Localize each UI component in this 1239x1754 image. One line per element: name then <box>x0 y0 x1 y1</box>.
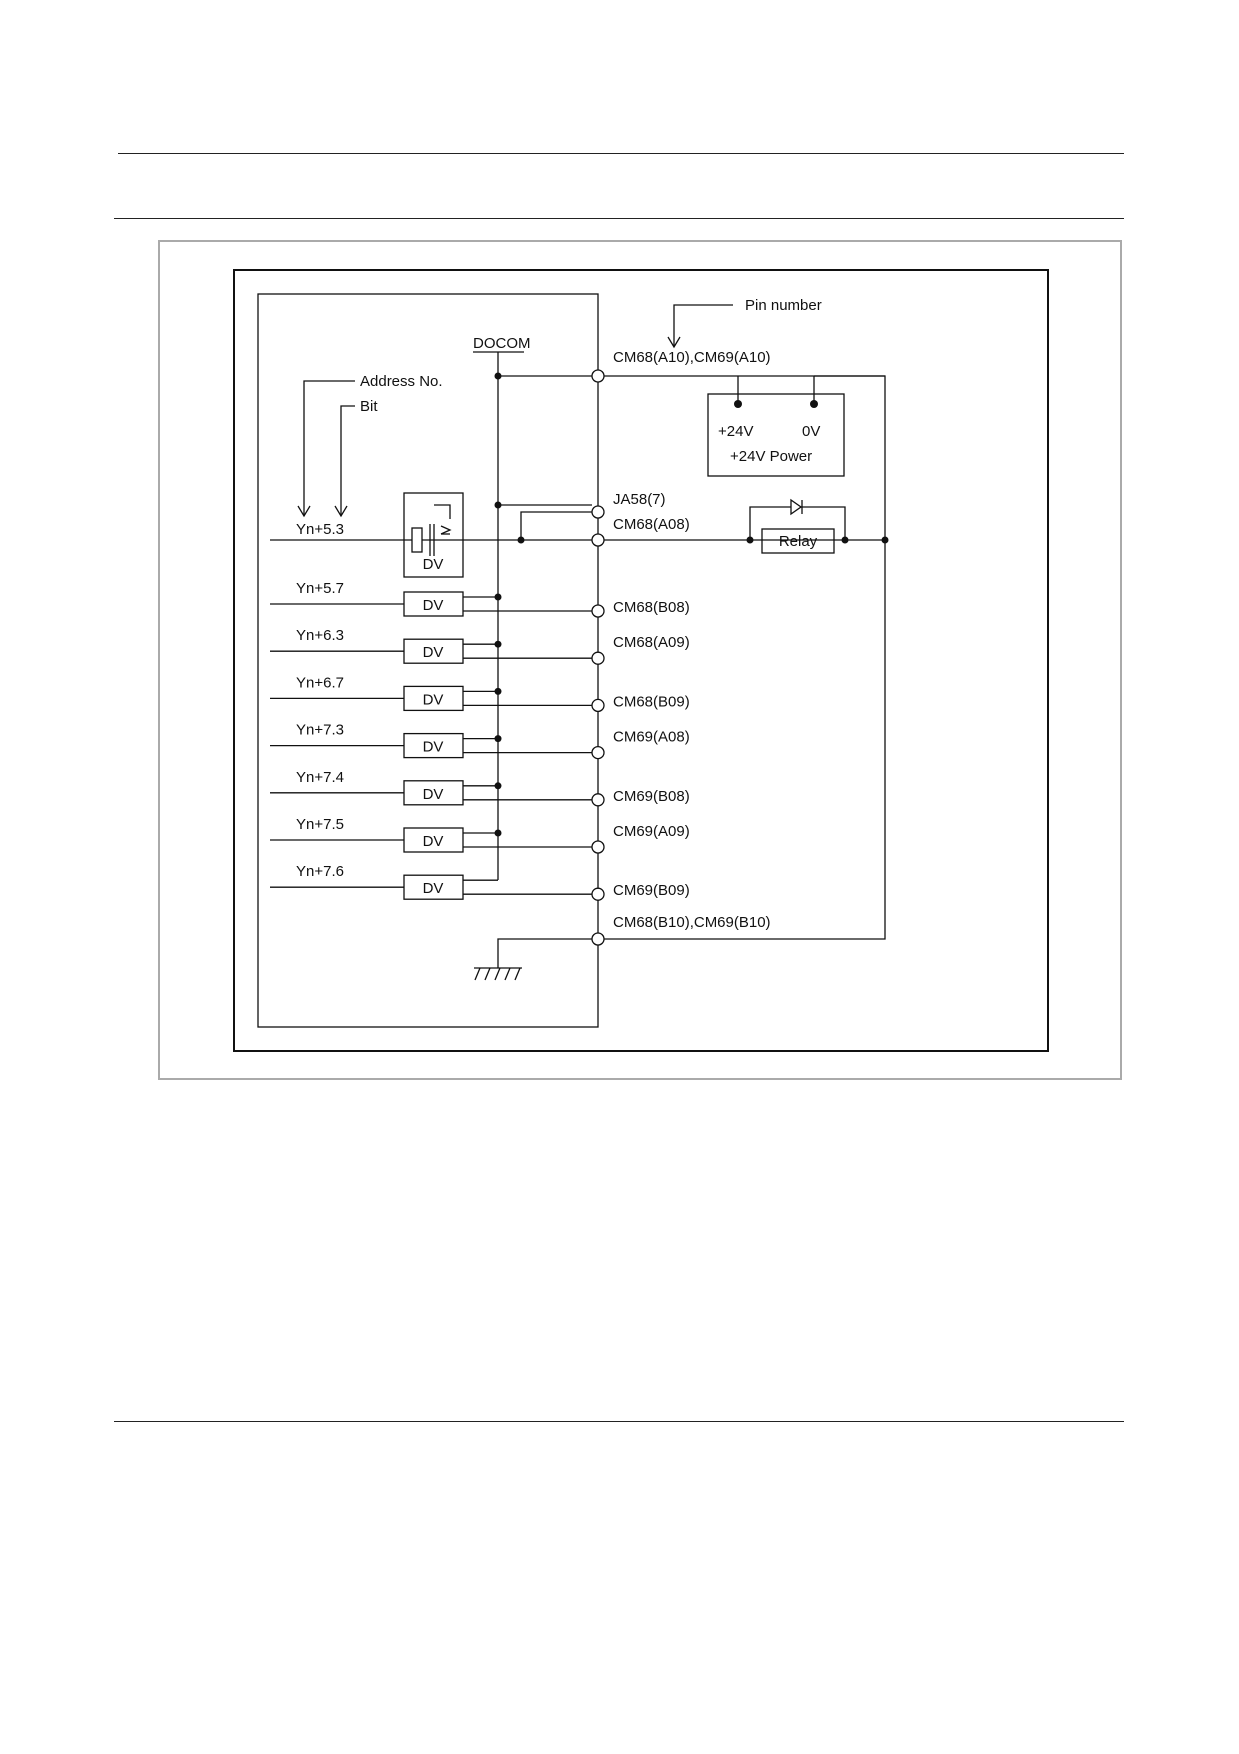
power-zero-label: 0V <box>802 423 820 440</box>
pin-label: CM69(A08) <box>613 729 690 746</box>
pin-label: CM68(B08) <box>613 599 690 616</box>
connector-pin <box>591 887 605 901</box>
pin-number-arrow <box>673 304 733 347</box>
address-label: Address No. <box>360 373 443 390</box>
connector-ja58 <box>591 505 605 519</box>
cm68-a08-pin-label: CM68(A08) <box>613 516 690 533</box>
junction-dot <box>494 593 502 601</box>
address-arrow <box>303 380 355 516</box>
pin-label: CM69(B08) <box>613 788 690 805</box>
driver-box <box>403 685 464 712</box>
connector-pin <box>591 604 605 618</box>
ja58-pin-label: JA58(7) <box>613 491 666 508</box>
junction-dot <box>494 640 502 648</box>
first-driver-label: DV <box>423 556 444 573</box>
output-address: Yn+7.3 <box>296 722 344 739</box>
junction-dot <box>494 829 502 837</box>
connector-cm68-a08 <box>591 533 605 547</box>
driver-label: DV <box>423 691 444 708</box>
driver-label: DV <box>423 833 444 850</box>
diode-icon <box>790 498 803 516</box>
output-address: Yn+5.7 <box>296 580 344 597</box>
docom-label: DOCOM <box>473 335 531 352</box>
ground-wire <box>497 938 592 968</box>
driver-label: DV <box>423 739 444 756</box>
output-address: Yn+7.4 <box>296 769 344 786</box>
connector-pin <box>591 840 605 854</box>
connector-pin <box>591 745 605 760</box>
junction-dot <box>494 735 502 743</box>
output-address: Yn+6.7 <box>296 674 344 691</box>
connector-pin <box>591 651 605 665</box>
driver-box <box>403 638 464 664</box>
driver-box-first <box>403 492 464 578</box>
output-address: Yn+7.6 <box>296 863 344 880</box>
pin-label: CM68(A09) <box>613 634 690 651</box>
figure-inner-frame <box>233 269 1049 1052</box>
output-address: Yn+6.3 <box>296 627 344 644</box>
driver-box <box>403 780 464 806</box>
first-output-address: Yn+5.3 <box>296 521 344 538</box>
pin-label: CM69(A09) <box>613 823 690 840</box>
relay-label: Relay <box>779 533 818 550</box>
figure-outer-frame <box>158 240 1122 1080</box>
pin-label: CM68(B09) <box>613 693 690 710</box>
connector-top-common <box>591 369 605 383</box>
bottom-common-pin-label: CM68(B10),CM69(B10) <box>613 914 771 931</box>
top-common-pin-label: CM68(A10),CM69(A10) <box>613 349 771 366</box>
driver-label: DV <box>423 597 444 614</box>
connector-pin <box>591 698 605 713</box>
relay-box <box>761 528 835 554</box>
connector-pin <box>591 793 605 807</box>
driver-label: DV <box>423 880 444 897</box>
driver-label: DV <box>423 644 444 661</box>
junction-dot <box>494 687 502 695</box>
power-0v-return <box>604 375 886 940</box>
driver-label: DV <box>423 786 444 803</box>
output-address: Yn+7.5 <box>296 816 344 833</box>
connector-bottom-common <box>591 932 605 946</box>
driver-box <box>403 827 464 853</box>
header-rule-top <box>118 153 1124 154</box>
driver-box <box>403 874 464 900</box>
header-rule-bottom <box>114 218 1124 219</box>
pin-number-label: Pin number <box>745 297 822 314</box>
junction-dot <box>494 782 502 790</box>
driver-box <box>403 732 464 759</box>
driver-box <box>403 591 464 617</box>
power-supply-box <box>707 393 845 477</box>
bit-label: Bit <box>360 398 378 415</box>
power-plus-label: +24V <box>718 423 753 440</box>
bit-arrow <box>340 405 355 516</box>
footer-rule <box>114 1421 1124 1422</box>
pin-label: CM69(B09) <box>613 882 690 899</box>
power-name-label: +24V Power <box>730 448 812 465</box>
